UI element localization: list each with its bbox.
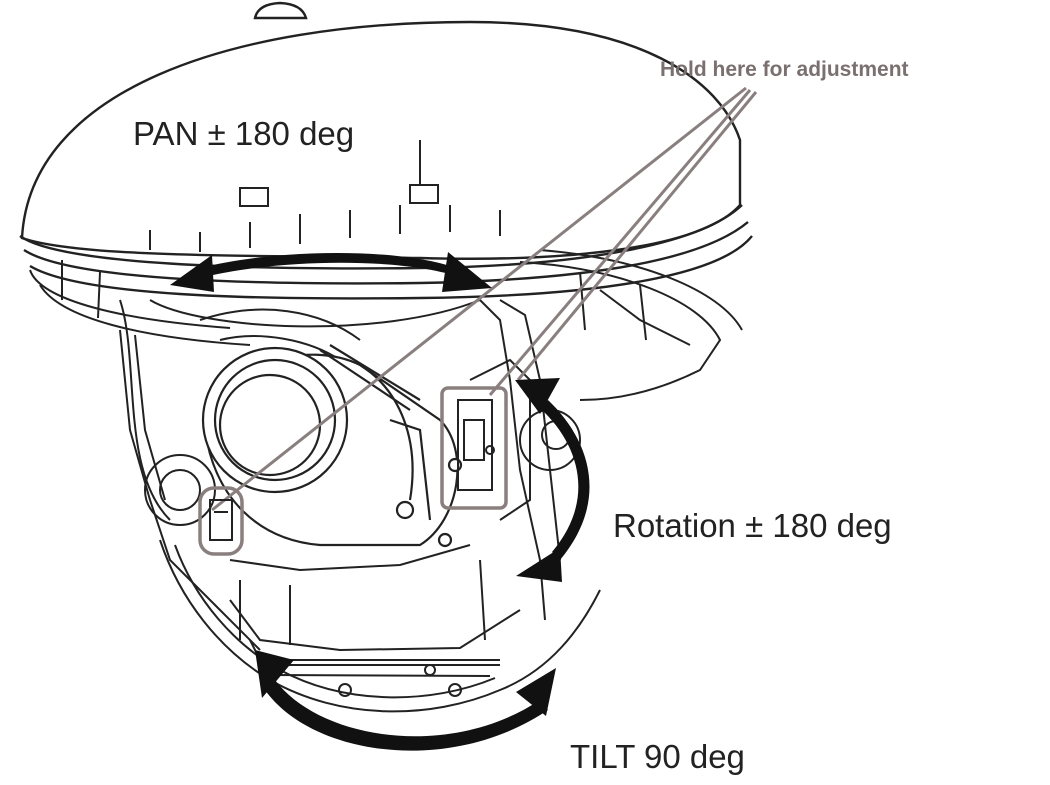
camera-lens (201, 344, 463, 548)
dome-cover (19, 1, 753, 300)
lens-clip (209, 499, 233, 541)
tilt-label: TILT 90 deg (570, 738, 745, 775)
bracket-hold-point-highlight (440, 386, 508, 510)
bracket-clip (457, 399, 495, 491)
rotation-arrow (515, 378, 590, 582)
rotation-label: Rotation ± 180 deg (613, 507, 892, 544)
pan-arrow (170, 252, 492, 292)
tilt-arrow (255, 650, 556, 751)
callout-label: Hold here for adjustment (660, 58, 909, 81)
callout-leader-lines (211, 86, 758, 512)
pan-label: PAN ± 180 deg (133, 115, 354, 152)
mounting-ring (29, 140, 743, 521)
lens-hold-point-highlight (198, 486, 244, 556)
